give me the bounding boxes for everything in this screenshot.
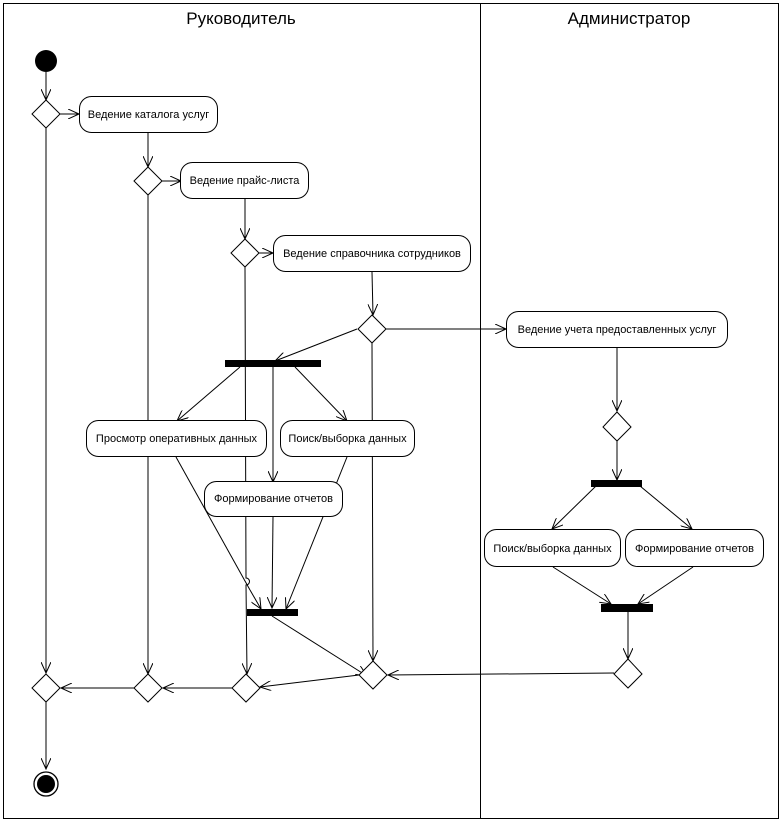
activity-label: Ведение прайс-листа (190, 175, 301, 187)
activity-search-data: Поиск/выборка данных (280, 420, 415, 457)
decision-node (133, 166, 163, 196)
activity-label: Просмотр оперативных данных (96, 433, 258, 445)
fork-bar (591, 480, 642, 487)
activity-label: Ведение каталога услуг (88, 109, 210, 121)
merge-node (31, 673, 61, 703)
activity-label: Формирование отчетов (214, 493, 333, 505)
merge-node (358, 660, 388, 690)
activity-price-list: Ведение прайс-листа (180, 162, 309, 199)
activity-generate-reports: Формирование отчетов (204, 481, 343, 517)
decision-node (230, 238, 260, 268)
activity-admin-generate-reports: Формирование отчетов (625, 529, 764, 567)
activity-staff-directory: Ведение справочника сотрудников (273, 235, 471, 272)
activity-view-operational-data: Просмотр оперативных данных (86, 420, 267, 457)
decision-nodes (31, 99, 643, 703)
decision-node (357, 314, 387, 344)
fork-bar (225, 360, 321, 367)
diagram-frame (3, 3, 779, 819)
activity-catalog: Ведение каталога услуг (79, 96, 218, 133)
activity-label: Ведение учета предоставленных услуг (518, 324, 717, 336)
activity-label: Поиск/выборка данных (288, 433, 407, 445)
activity-label: Поиск/выборка данных (493, 543, 612, 555)
merge-node (231, 673, 261, 703)
decision-node (31, 99, 61, 129)
activity-label: Формирование отчетов (635, 543, 754, 555)
join-bar (601, 604, 653, 612)
activity-label: Ведение справочника сотрудников (283, 248, 461, 260)
final-node (33, 771, 59, 797)
edges (46, 72, 694, 769)
merge-node (133, 673, 163, 703)
activity-admin-search-data: Поиск/выборка данных (484, 529, 621, 567)
initial-node (35, 50, 57, 72)
activity-services-accounting: Ведение учета предоставленных услуг (506, 311, 728, 348)
decision-node (602, 411, 632, 442)
join-bar (247, 609, 298, 616)
lane-title-manager: Руководитель (186, 9, 296, 28)
lane-title-administrator: Администратор (568, 9, 691, 28)
decision-node (613, 658, 643, 689)
